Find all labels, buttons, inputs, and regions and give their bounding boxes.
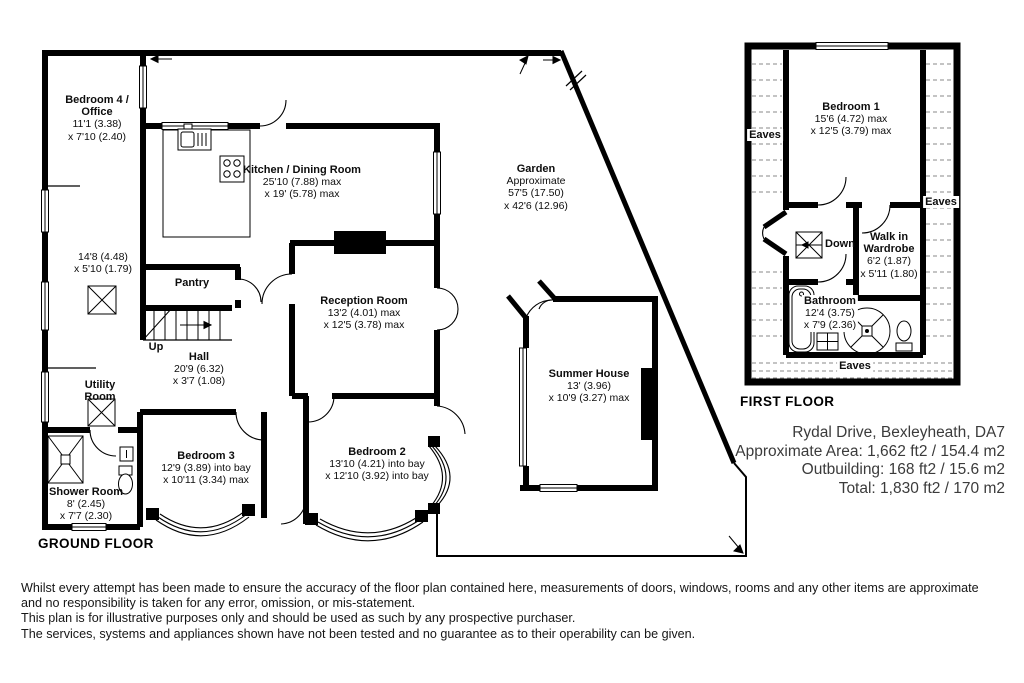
wash-basin-icon-gf [119,446,134,462]
shower-tray [47,435,84,484]
toilet-icon-ff [895,320,913,352]
bay-windows [155,445,451,542]
door-arcs-first [762,176,891,283]
summer-house-windows [519,347,578,492]
first-floor-walls [744,42,961,386]
room-label-hall: Hall 20'9 (6.32) x 3'7 (1.08) [172,351,226,388]
summer-house-wall-notch [641,368,657,440]
eaves-label-right: Eaves [923,196,959,209]
room-label-bathroom: Bathroom 12'4 (3.75) x 7'9 (2.36) [801,295,859,332]
first-floor-title: FIRST FLOOR [740,394,835,409]
disclaimer-line: and no responsibility is taken for any e… [21,596,416,611]
ground-floor-title: GROUND FLOOR [38,536,154,551]
eaves-label-bottom: Eaves [837,360,873,373]
toilet-icon-gf [118,465,133,495]
garden-label: Garden Approximate 57'5 (17.50) x 42'6 (… [504,163,568,212]
ground-floor-walls [42,50,440,530]
disclaimer-line: This plan is for illustrative purposes o… [21,611,576,626]
room-label-walk-in-wardrobe: Walk in Wardrobe 6'2 (1.87) x 5'11 (1.80… [860,231,918,280]
first-floor-window [815,42,889,50]
plot-boundary [42,50,747,557]
room-label-bedroom4-office: Bedroom 4 / Office 11'1 (3.38) x 7'10 (2… [65,94,129,143]
stairs-up [142,307,221,341]
disclaimer-line: The services, systems and appliances sho… [21,626,696,641]
room-label-kitchen-dining: Kitchen / Dining Room 25'10 (7.88) max x… [243,164,361,201]
property-address: Rydal Drive, Bexleyheath, DA7 [792,424,1005,441]
stairs-down-label: Down [825,238,855,250]
kitchen-sink-icon [177,123,212,151]
room-label-bedroom3: Bedroom 3 12'9 (3.89) into bay x 10'11 (… [161,450,251,487]
door-arcs-ground [89,99,466,525]
property-outbuilding-area: Outbuilding: 168 ft2 / 15.6 m2 [801,461,1005,478]
room-label-shower-room: Shower Room 8' (2.45) x 7'7 (2.30) [49,486,123,523]
direction-arrows [149,54,744,554]
stairs-up-label: Up [148,341,164,353]
property-info: Rydal Drive, Bexleyheath, DA7 Approximat… [735,424,1005,498]
stairs-down [795,231,823,259]
disclaimer-text: Whilst every attempt has been made to en… [21,581,979,642]
storage-x-box-utility [87,398,116,427]
hob-icon [219,155,245,183]
eaves-label-left: Eaves [747,129,783,142]
dims-label-side-corridor: 14'8 (4.48) x 5'10 (1.79) [73,251,133,276]
chimney-breast [334,231,386,254]
property-total-area: Total: 1,830 ft2 / 170 m2 [838,479,1005,497]
summer-house-walls [506,279,658,491]
room-label-utility: Utility Room [84,379,116,404]
room-label-summer-house: Summer House 13' (3.96) x 10'9 (3.27) ma… [548,368,630,405]
storage-x-box-corridor [87,285,117,315]
cabinet-icon-ff [816,332,839,351]
windows [41,65,441,531]
bay-corner-posts [146,436,440,525]
room-label-bedroom1: Bedroom 1 15'6 (4.72) max x 12'5 (3.79) … [810,101,892,138]
summer-house-door-arcs [525,299,554,319]
room-label-pantry: Pantry [174,277,210,289]
room-label-bedroom2: Bedroom 2 13'10 (4.21) into bay x 12'10 … [325,446,429,483]
property-approximate-area: Approximate Area: 1,662 ft2 / 154.4 m2 [735,442,1005,460]
room-label-reception: Reception Room 13'2 (4.01) max x 12'5 (3… [320,295,408,332]
boundary-break-marks [565,70,587,91]
disclaimer-line: Whilst every attempt has been made to en… [21,581,979,595]
